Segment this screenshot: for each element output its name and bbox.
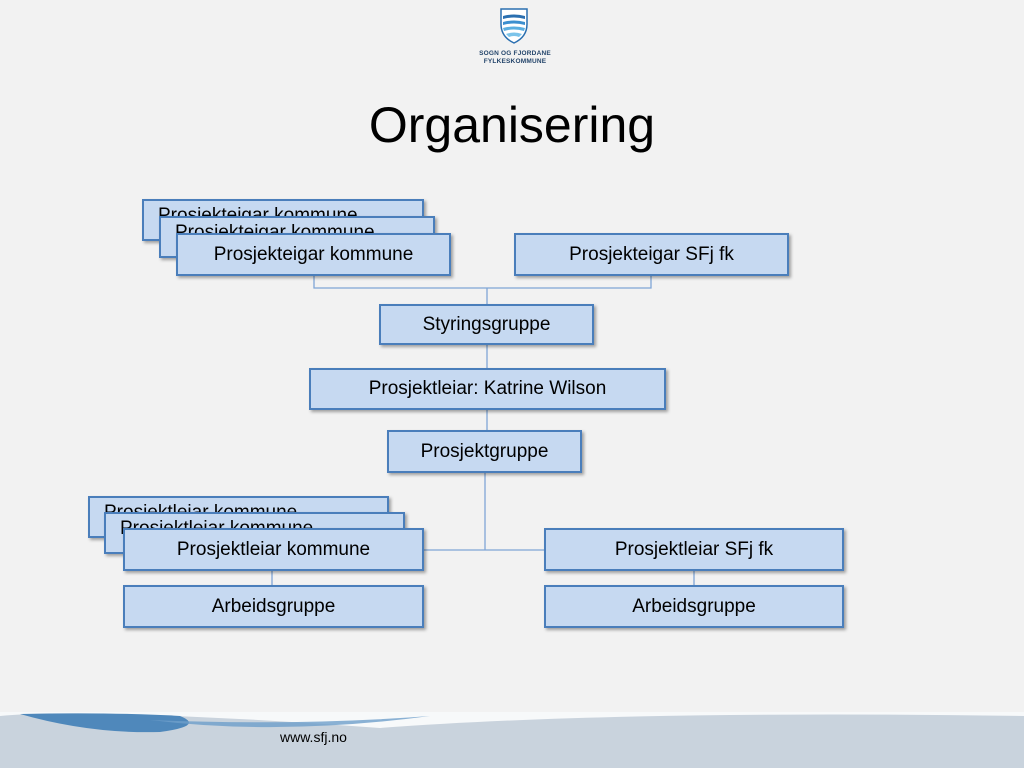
owner-sfj-box: Prosjekteigar SFj fk: [514, 233, 789, 276]
work-group-right-box: Arbeidsgruppe: [544, 585, 844, 628]
logo-text-line1: SOGN OG FJORDANE: [479, 50, 551, 57]
leader-kommune-box: Prosjektleiar kommune: [123, 528, 424, 571]
logo: SOGN OG FJORDANE FYLKESKOMMUNE: [470, 8, 560, 70]
footer-url[interactable]: www.sfj.no: [280, 729, 347, 745]
slide-title: Organisering: [368, 97, 656, 153]
project-group-box: Prosjektgruppe: [387, 430, 582, 473]
leader-sfj-box: Prosjektleiar SFj fk: [544, 528, 844, 571]
owner-kommune-box: Prosjekteigar kommune: [176, 233, 451, 276]
work-group-left-box: Arbeidsgruppe: [123, 585, 424, 628]
footer-band: [0, 712, 1024, 768]
logo-text-line2: FYLKESKOMMUNE: [483, 58, 547, 65]
project-leader-box: Prosjektleiar: Katrine Wilson: [309, 368, 666, 410]
steering-group-box: Styringsgruppe: [379, 304, 594, 345]
shield-logo-icon: [500, 8, 528, 44]
